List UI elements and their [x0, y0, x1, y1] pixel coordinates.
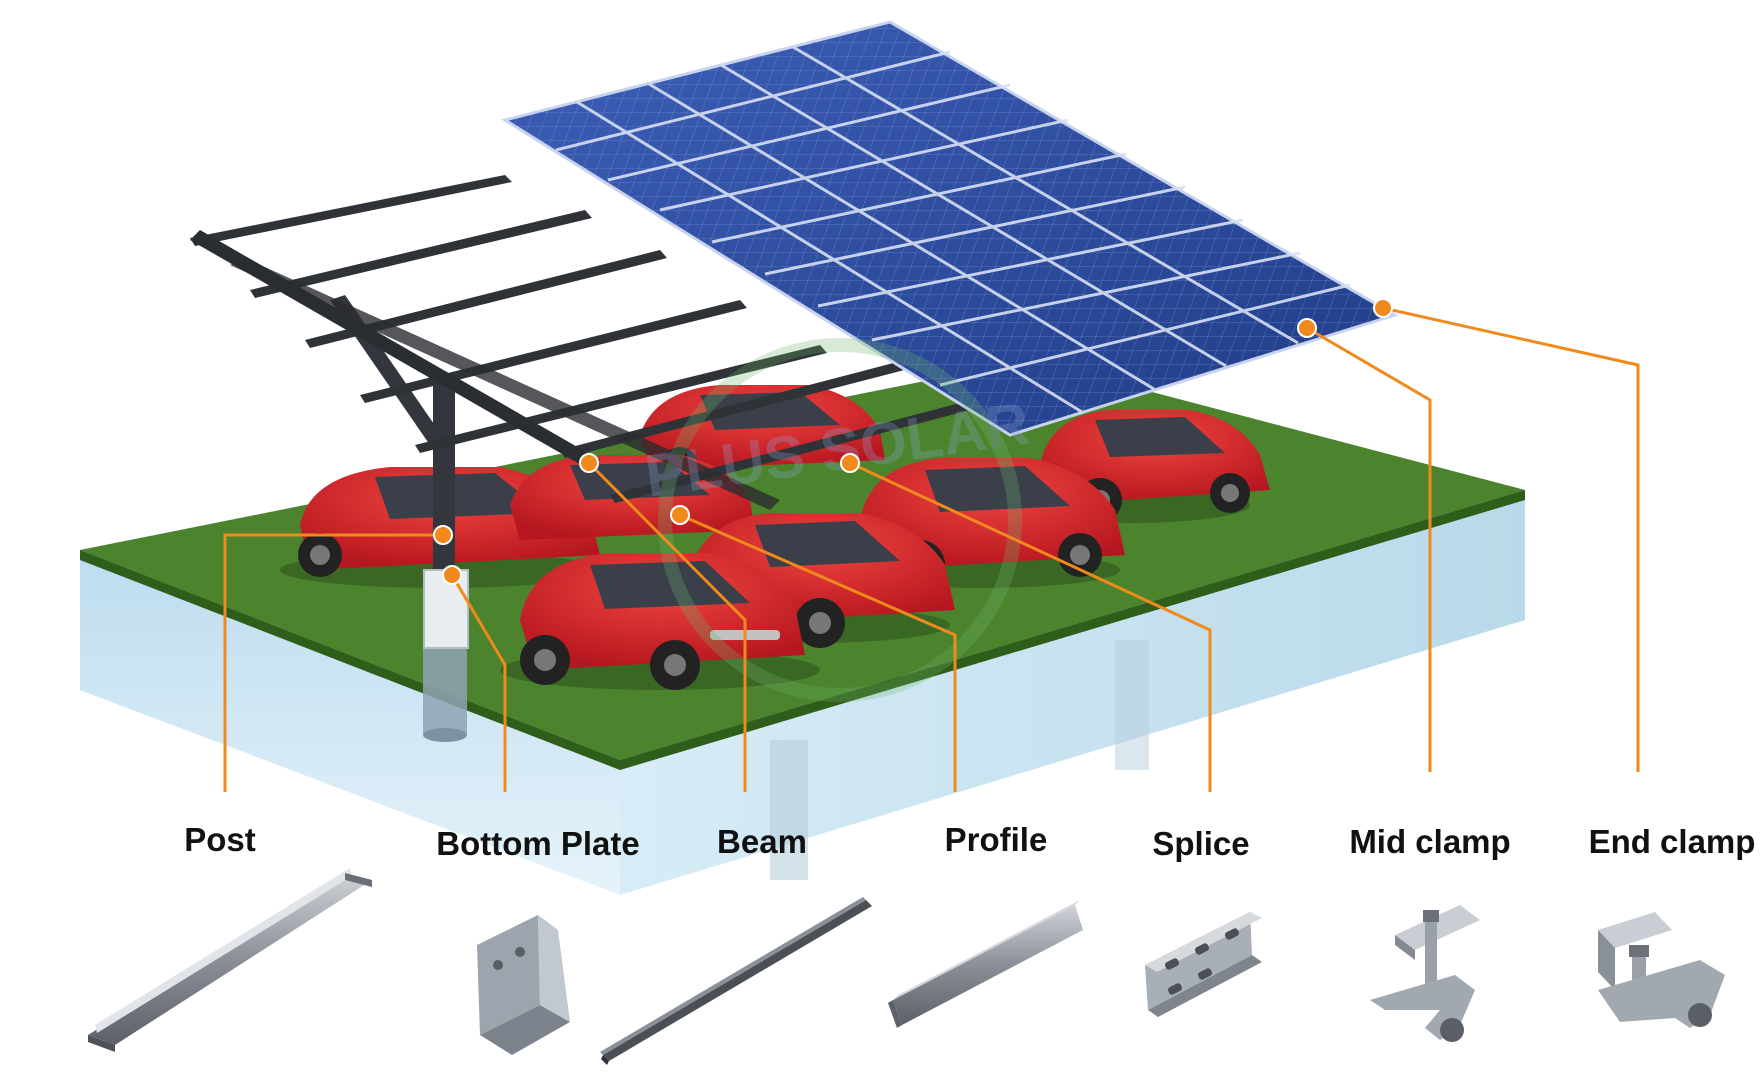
car — [500, 553, 820, 690]
leader-dot-splice — [840, 453, 860, 473]
leader-mid-clamp — [1306, 326, 1432, 772]
component-parts — [88, 868, 1725, 1065]
label-mid-clamp: Mid clamp — [1349, 823, 1510, 860]
car — [640, 385, 885, 483]
leader-splice — [849, 461, 1212, 792]
carport-frame — [190, 175, 997, 649]
component-labels: Post Bottom Plate Beam Profile Splice Mi… — [184, 821, 1755, 862]
leader-dot-end-clamp — [1373, 298, 1393, 318]
leader-beam — [587, 461, 747, 792]
leader-dot-post — [433, 525, 453, 545]
label-beam: Beam — [717, 823, 807, 860]
label-end-clamp: End clamp — [1589, 823, 1756, 860]
ground-right-face — [620, 490, 1525, 895]
leader-dot-beam — [579, 453, 599, 473]
beam-part-icon — [600, 897, 872, 1065]
solar-panel-array — [501, 20, 1399, 437]
leader-bottom-plate — [450, 574, 507, 792]
leader-end-clamp — [1382, 306, 1640, 772]
post-column — [433, 380, 455, 580]
post-part-icon — [88, 868, 372, 1052]
leader-dot-bottom-plate — [442, 565, 462, 585]
label-bottom-plate: Bottom Plate — [436, 825, 640, 862]
mid-clamp-part-icon — [1370, 905, 1480, 1042]
ground-front-face — [80, 550, 620, 895]
end-clamp-part-icon — [1598, 912, 1725, 1028]
leader-lines — [223, 306, 1640, 792]
leader-post — [223, 533, 443, 792]
leader-dots — [433, 298, 1393, 585]
splice-part-icon — [1145, 912, 1262, 1017]
leader-dot-mid-clamp — [1297, 318, 1317, 338]
profile-part-icon — [888, 900, 1083, 1028]
label-profile: Profile — [945, 821, 1048, 858]
leader-dot-profile — [670, 505, 690, 525]
label-splice: Splice — [1152, 825, 1249, 862]
bottom-plate-part-icon — [477, 915, 570, 1055]
leader-profile — [679, 513, 957, 792]
label-post: Post — [184, 821, 256, 858]
